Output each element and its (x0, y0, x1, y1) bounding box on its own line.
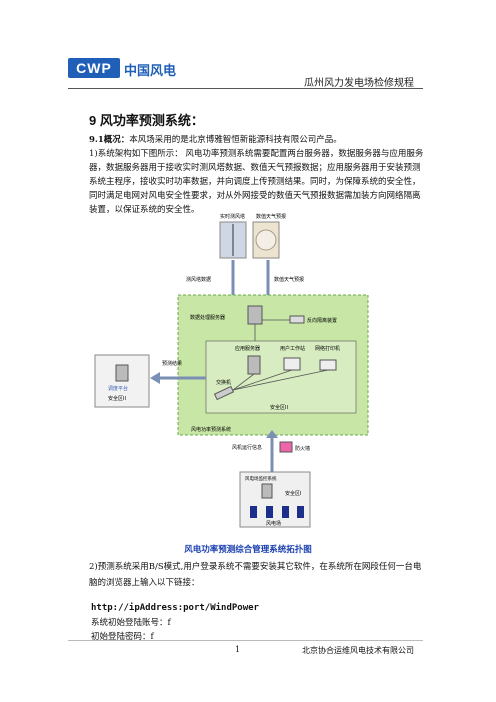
header-divider (68, 88, 423, 89)
turbine-icon (266, 506, 273, 518)
footer-divider (68, 640, 423, 641)
section-title: 9 风功率预测系统： (89, 113, 204, 128)
reverse-isolator-label: 反向隔离装置 (307, 317, 337, 324)
workstation-icon (283, 357, 301, 371)
reverse-isolator-icon (289, 315, 305, 324)
item2-line1: 2)预测系统采用B/S模式,用户登录系统不需要安装其它软件，在系统所在网段任何一… (89, 562, 422, 572)
switch-icon (213, 385, 235, 401)
security-zone-ii (205, 340, 357, 414)
turbine-icon (282, 506, 289, 518)
figure-caption: 风电功率预测综合管理系统拓扑图 (184, 545, 312, 555)
scada-server-icon (261, 483, 273, 499)
nwp-data-label: 数值天气预报 (274, 276, 304, 283)
app-server-label: 应用服务器 (235, 345, 260, 352)
system-url: http://ipAddress:port/WindPower (91, 603, 259, 613)
footer-company: 北京协合运维风电技术有限公司 (302, 646, 414, 655)
overview-text: 本风场采用的是北京博雅智恒新能源科技有限公司产品。 (129, 135, 342, 145)
login-password: 初始登陆密码：f (91, 632, 154, 642)
company-logo: CWP (68, 58, 120, 78)
user-ws-label: 用户工作站 (280, 345, 305, 352)
globe-icon (255, 229, 277, 251)
item2-line2: 脑的浏览器上输入以下链接： (89, 578, 200, 588)
page-number: 1 (235, 645, 241, 654)
zone2-label: 安全区II (270, 404, 288, 411)
turbine-data-label: 风机运行信息 (232, 444, 262, 451)
dispatch-server-icon (115, 364, 129, 382)
wind-farm-label: 风电场 (266, 520, 281, 527)
tower-label: 实时测风塔 (220, 213, 245, 220)
login-account: 系统初始登陆账号：f (91, 618, 171, 628)
data-server-icon (247, 305, 263, 325)
switch-label: 交换机 (216, 379, 231, 386)
tower-data-label: 测风塔数据 (186, 276, 211, 283)
printer-icon (319, 359, 337, 371)
topology-diagram: 实时测风塔 数值天气预报 测风塔数据 数值天气预报 风电功率预测系统 数据处理服… (94, 213, 369, 528)
overview-paragraph: 9.1概况：本风场采用的是北京博雅智恒新能源科技有限公司产品。 (89, 133, 425, 147)
turbine-icon (250, 506, 257, 518)
architecture-paragraph: 1)系统架构如下图所示： 风电功率预测系统需要配置两台服务器，数据服务器与应用服… (89, 149, 424, 215)
turbine-icon (297, 506, 304, 518)
firewall-label: 防火墙 (295, 445, 310, 452)
forecast-result-label: 预测结果 (162, 360, 182, 367)
dispatch-label: 调度平台 (108, 385, 128, 392)
zone2-left-label: 安全区II (108, 395, 126, 402)
data-server-label: 数据处理服务器 (190, 314, 225, 321)
company-logo-name: 中国风电 (124, 63, 177, 78)
scada-label: 风电场监控系统 (245, 475, 277, 482)
zone1-label: 安全区I (285, 490, 301, 497)
firewall-icon (279, 441, 293, 453)
system-label: 风电功率预测系统 (191, 426, 231, 433)
document-header-title: 瓜州风力发电场检修规程 (304, 78, 414, 89)
printer-label: 网络打印机 (315, 345, 340, 352)
app-server-icon (247, 355, 261, 375)
nwp-server-label: 数值天气预报 (256, 213, 286, 220)
overview-label: 9.1概况： (89, 135, 130, 145)
